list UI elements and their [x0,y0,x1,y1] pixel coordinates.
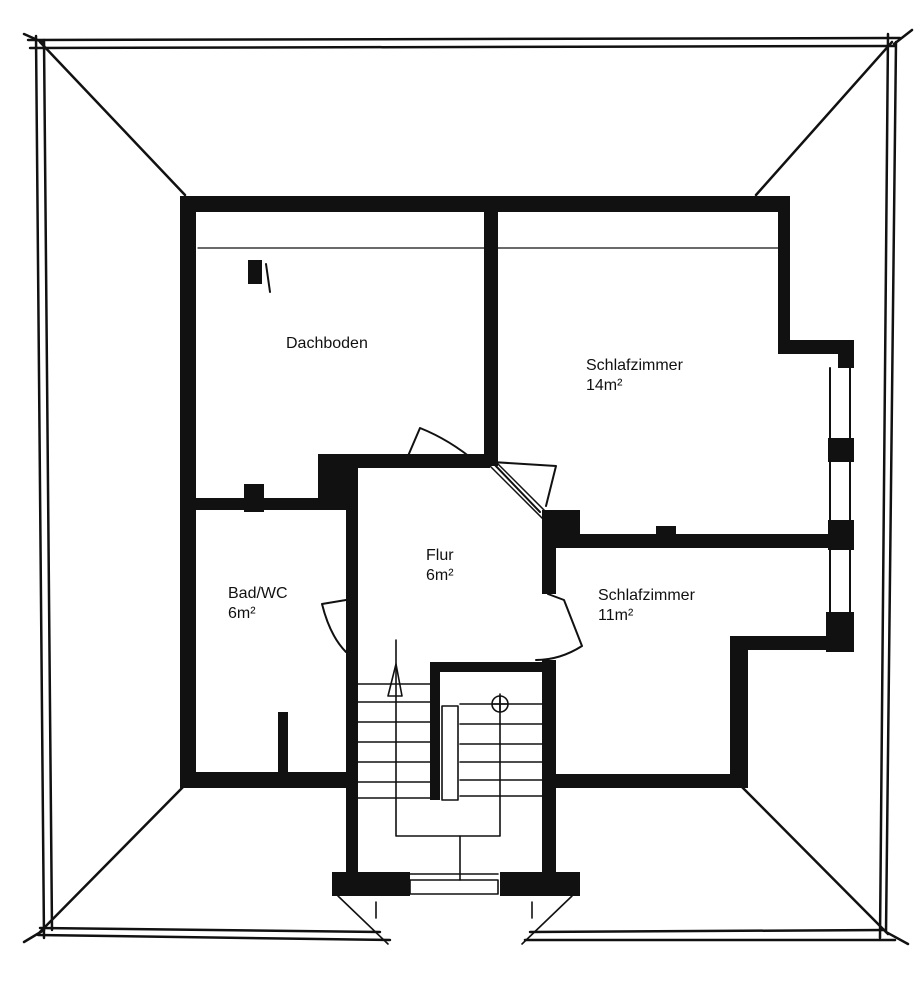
room-bad: Bad/WC 6m² [228,584,288,624]
room-schlafzimmer-1-area: 14m² [586,377,623,394]
bad-mark [265,263,271,293]
flur-diagonal [487,461,553,525]
room-dachboden-name: Dachboden [286,335,368,352]
staircase [337,639,573,945]
room-dachboden: Dachboden [286,334,368,354]
door-schlafzimmer-1 [491,461,557,513]
walls [180,196,854,896]
room-schlafzimmer-2-area: 11m² [598,607,634,624]
room-schlafzimmer-1-name: Schlafzimmer [586,357,683,374]
room-bad-area: 6m² [228,605,256,622]
door-dachboden [407,427,477,463]
room-bad-name: Bad/WC [228,585,288,602]
roof-outline [22,28,914,946]
room-flur-name: Flur [426,547,454,564]
room-schlafzimmer-2-name: Schlafzimmer [598,587,695,604]
room-flur-area: 6m² [426,567,454,584]
room-schlafzimmer-1: Schlafzimmer 14m² [586,356,683,396]
room-schlafzimmer-2: Schlafzimmer 11m² [598,586,695,626]
room-flur: Flur 6m² [426,546,454,586]
door-schlafzimmer-2 [535,593,583,661]
door-bad [321,599,347,653]
window-right [829,367,851,621]
